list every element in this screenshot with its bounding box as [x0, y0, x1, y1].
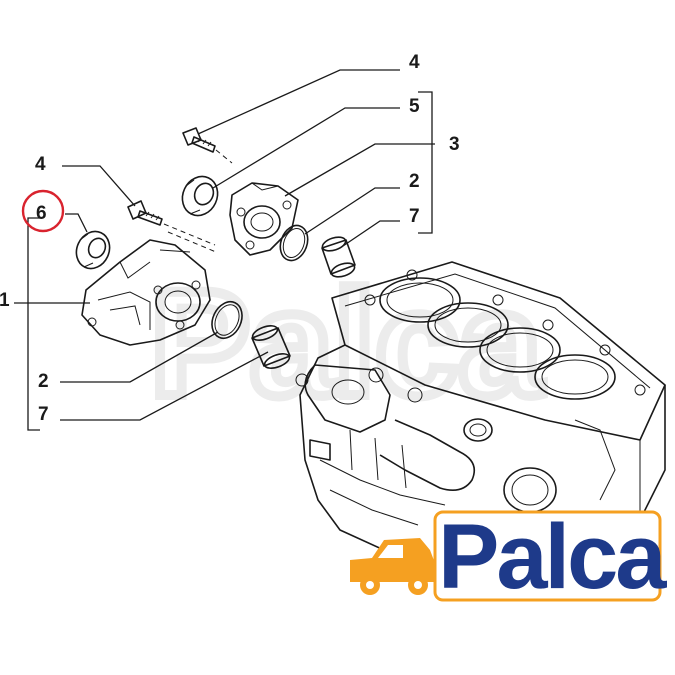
callout-7-upper: 7: [409, 206, 420, 227]
callout-5: 5: [409, 96, 420, 117]
callout-2-lower: 2: [38, 371, 49, 392]
leader-lines: [14, 69, 435, 431]
lower-parts: [75, 200, 291, 369]
palca-logo: Palca: [350, 506, 670, 608]
callout-labels: 4 5 3 2 7 4 6 1 2 7: [0, 52, 460, 425]
main-housing: [81, 239, 211, 346]
seal-upper: [181, 175, 219, 217]
bolt-upper: [182, 127, 216, 153]
callout-1: 1: [0, 290, 10, 311]
bolt-lower: [127, 200, 163, 226]
upper-parts: [181, 127, 356, 278]
highlight-circle: [21, 189, 65, 233]
o-ring-lower: [211, 300, 243, 340]
sleeve-upper: [321, 236, 356, 278]
callout-4-upper: 4: [409, 52, 420, 73]
o-ring-upper: [279, 224, 309, 262]
callout-7-lower: 7: [38, 404, 49, 425]
logo-wordmark: Palca: [438, 506, 667, 608]
callout-2-upper: 2: [409, 171, 420, 192]
logo-frame: [433, 510, 662, 602]
callout-4-lower: 4: [35, 154, 46, 175]
seal-lower: [75, 230, 111, 270]
callout-6: 6: [36, 203, 47, 224]
callout-3: 3: [449, 134, 460, 155]
van-icon: [350, 538, 436, 595]
